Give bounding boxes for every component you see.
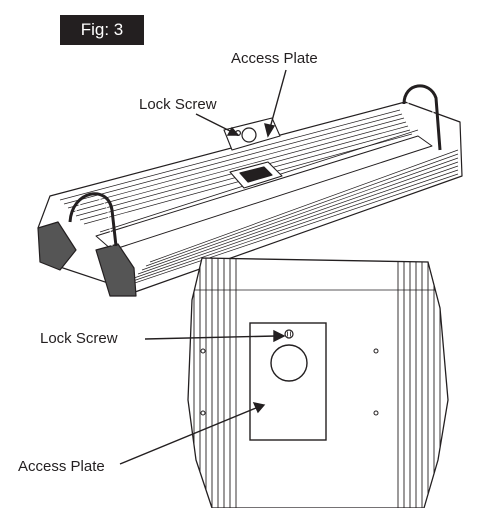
lock-screw-detail — [284, 329, 294, 339]
callout-access-plate-detail: Access Plate — [18, 458, 105, 475]
end-cap-left-1 — [37, 221, 77, 271]
callout-lock-screw-overview: Lock Screw — [139, 96, 217, 113]
center-spine — [95, 135, 433, 251]
callout-access-plate-overview: Access Plate — [231, 50, 318, 67]
fixture-overview — [37, 84, 463, 297]
heat-sink-fins — [59, 109, 459, 287]
hanger-bracket-right — [402, 84, 442, 151]
detail-outline — [187, 257, 449, 508]
end-cap-left-2 — [95, 243, 137, 297]
detail-leaders — [119, 329, 286, 465]
figure-label: Fig: 3 — [60, 15, 144, 45]
access-plate-hole — [270, 344, 308, 382]
access-plate-hole-overview — [241, 127, 257, 143]
hanger-bracket-left — [68, 192, 118, 247]
overview-leaders — [195, 69, 287, 138]
callout-lock-screw-detail: Lock Screw — [40, 330, 118, 347]
